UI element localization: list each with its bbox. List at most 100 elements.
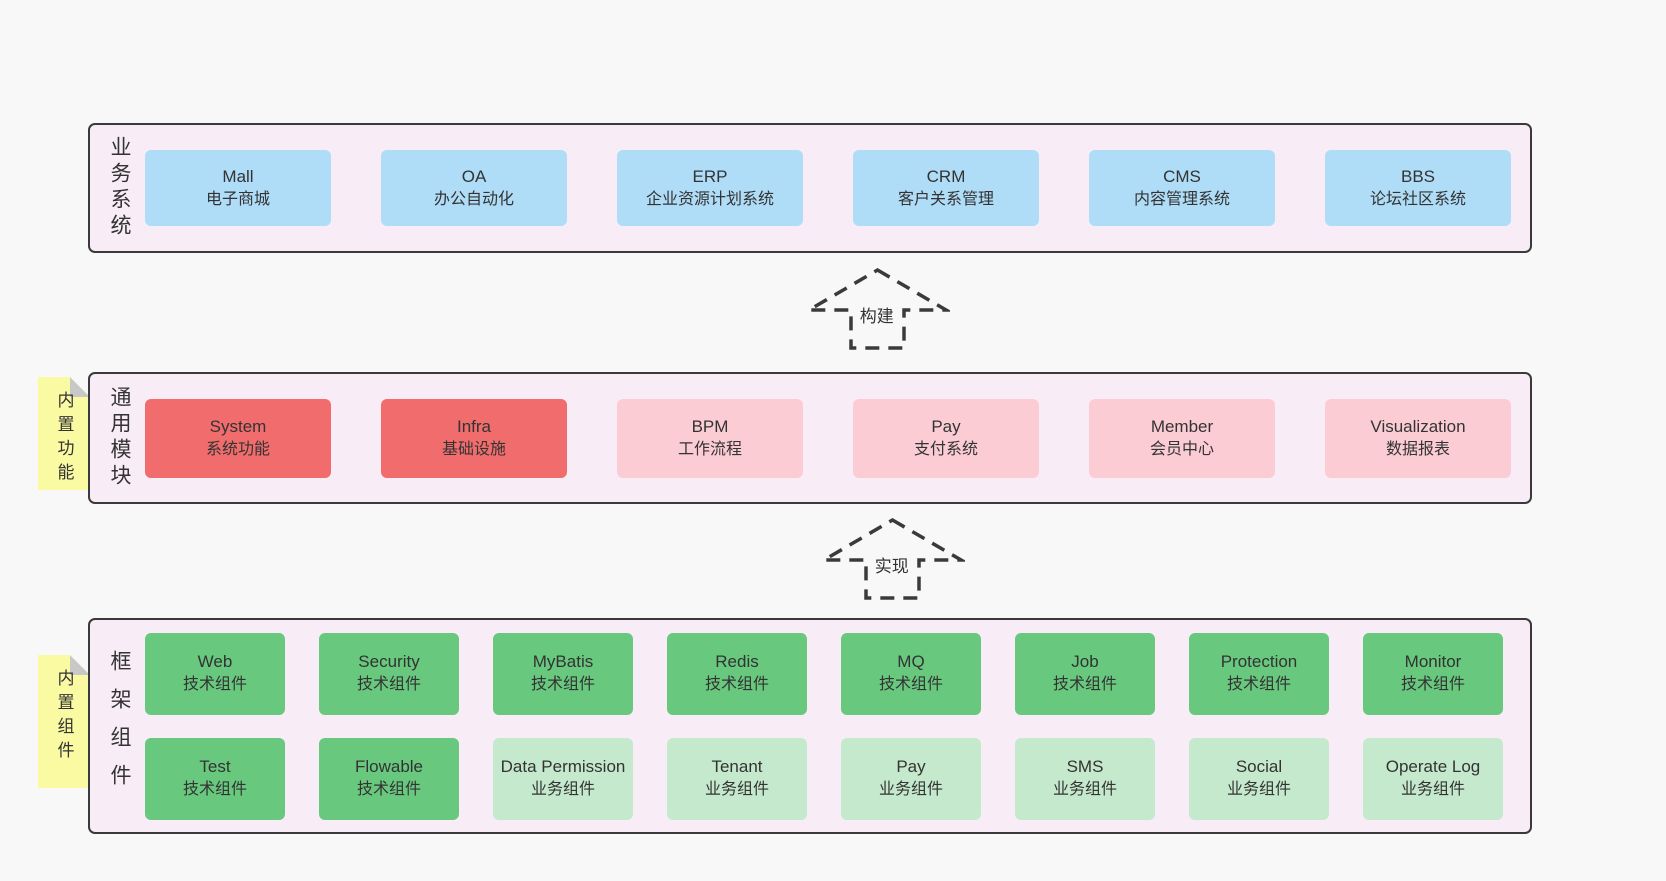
module-box: CMS 内容管理系统 xyxy=(1089,150,1275,226)
module-subtitle: 业务组件 xyxy=(1052,781,1117,799)
up-arrow-icon xyxy=(805,267,950,350)
sticky-note-builtin-features: 内置功能 xyxy=(38,377,90,490)
module-subtitle: 论坛社区系统 xyxy=(1369,190,1466,208)
module-title: Social xyxy=(1235,757,1283,777)
module-box: OA 办公自动化 xyxy=(381,150,567,226)
module-box: Protection 技术组件 xyxy=(1189,632,1329,715)
module-subtitle: 支付系统 xyxy=(913,440,978,458)
module-box: Monitor 技术组件 xyxy=(1363,632,1503,715)
module-subtitle: 业务组件 xyxy=(1226,781,1291,799)
up-arrow-icon xyxy=(820,517,965,600)
layer-content: Web 技术组件 Security 技术组件 MyBatis 技术组件 Redi… xyxy=(145,620,1516,832)
module-box: Infra 基础设施 xyxy=(381,398,567,478)
module-box: SMS 业务组件 xyxy=(1015,737,1155,820)
module-title: Infra xyxy=(456,416,492,436)
module-subtitle: 技术组件 xyxy=(182,781,247,799)
module-title: Member xyxy=(1150,416,1214,436)
module-title: BPM xyxy=(691,416,729,436)
module-title: Protection xyxy=(1220,652,1298,672)
module-box: Security 技术组件 xyxy=(319,632,459,715)
module-box: Data Permission 业务组件 xyxy=(493,737,633,820)
module-box: Member 会员中心 xyxy=(1089,398,1275,478)
module-subtitle: 技术组件 xyxy=(356,781,421,799)
module-title: Pay xyxy=(896,757,926,777)
module-title: Mall xyxy=(222,166,254,186)
module-box: Tenant 业务组件 xyxy=(667,737,807,820)
module-row: System 系统功能 Infra 基础设施 BPM 工作流程 Pay 支付系统… xyxy=(145,398,1516,478)
layer-label: 通用模块 xyxy=(108,386,131,490)
module-box: Flowable 技术组件 xyxy=(319,737,459,820)
module-box: System 系统功能 xyxy=(145,398,331,478)
module-subtitle: 业务组件 xyxy=(1400,781,1465,799)
layer-content: Mall 电子商城 OA 办公自动化 ERP 企业资源计划系统 CRM 客户关系… xyxy=(145,125,1516,251)
module-subtitle: 技术组件 xyxy=(356,676,421,694)
layer-common-modules: 通用模块 System 系统功能 Infra 基础设施 BPM 工作流程 Pay… xyxy=(88,372,1532,504)
module-subtitle: 数据报表 xyxy=(1385,440,1450,458)
module-box: Operate Log 业务组件 xyxy=(1363,737,1503,820)
layer-label: 业务系统 xyxy=(108,136,131,240)
module-title: CRM xyxy=(926,166,966,186)
module-subtitle: 办公自动化 xyxy=(433,190,514,208)
module-subtitle: 技术组件 xyxy=(1400,676,1465,694)
module-title: Web xyxy=(197,652,233,672)
module-title: Flowable xyxy=(354,757,424,777)
module-title: MyBatis xyxy=(532,652,594,672)
module-subtitle: 技术组件 xyxy=(530,676,595,694)
module-subtitle: 客户关系管理 xyxy=(897,190,994,208)
module-title: Tenant xyxy=(711,757,763,777)
module-subtitle: 电子商城 xyxy=(205,190,270,208)
module-title: Visualization xyxy=(1370,416,1466,436)
module-box: MQ 技术组件 xyxy=(841,632,981,715)
module-subtitle: 技术组件 xyxy=(1052,676,1117,694)
arrow-label: 构建 xyxy=(856,302,897,327)
layer-content: System 系统功能 Infra 基础设施 BPM 工作流程 Pay 支付系统… xyxy=(145,374,1516,502)
module-box: CRM 客户关系管理 xyxy=(853,150,1039,226)
module-box: Redis 技术组件 xyxy=(667,632,807,715)
module-subtitle: 内容管理系统 xyxy=(1133,190,1230,208)
module-title: ERP xyxy=(692,166,728,186)
module-subtitle: 会员中心 xyxy=(1149,440,1214,458)
module-title: MQ xyxy=(897,652,925,672)
sticky-note-builtin-components: 内置组件 xyxy=(38,655,90,788)
module-title: OA xyxy=(461,166,487,186)
module-title: SMS xyxy=(1066,757,1104,777)
module-title: Pay xyxy=(931,416,961,436)
module-title: Security xyxy=(358,652,420,672)
module-subtitle: 基础设施 xyxy=(441,440,506,458)
layer-label: 框架组件 xyxy=(108,650,131,802)
module-box: Pay 业务组件 xyxy=(841,737,981,820)
arrow-label: 实现 xyxy=(871,552,912,577)
module-box: MyBatis 技术组件 xyxy=(493,632,633,715)
module-subtitle: 工作流程 xyxy=(677,440,742,458)
module-box: Test 技术组件 xyxy=(145,737,285,820)
module-subtitle: 企业资源计划系统 xyxy=(645,190,774,208)
module-subtitle: 技术组件 xyxy=(704,676,769,694)
module-subtitle: 技术组件 xyxy=(182,676,247,694)
module-subtitle: 业务组件 xyxy=(878,781,943,799)
module-box: Job 技术组件 xyxy=(1015,632,1155,715)
module-box: Visualization 数据报表 xyxy=(1325,398,1511,478)
module-box: ERP 企业资源计划系统 xyxy=(617,150,803,226)
layer-framework-components: 框架组件 Web 技术组件 Security 技术组件 MyBatis 技术组件… xyxy=(88,618,1532,834)
module-title: Data Permission xyxy=(500,757,626,777)
arrow-build: 构建 xyxy=(805,266,950,352)
module-title: Redis xyxy=(715,652,759,672)
module-subtitle: 业务组件 xyxy=(704,781,769,799)
module-title: Monitor xyxy=(1404,652,1462,672)
module-box: Web 技术组件 xyxy=(145,632,285,715)
module-title: System xyxy=(209,416,267,436)
module-title: Job xyxy=(1071,652,1099,672)
module-box: BPM 工作流程 xyxy=(617,398,803,478)
module-subtitle: 技术组件 xyxy=(878,676,943,694)
module-title: BBS xyxy=(1400,166,1436,186)
module-box: BBS 论坛社区系统 xyxy=(1325,150,1511,226)
module-subtitle: 技术组件 xyxy=(1226,676,1291,694)
module-title: CMS xyxy=(1163,166,1201,186)
sticky-note-label: 内置功能 xyxy=(54,391,74,487)
module-title: Test xyxy=(199,757,231,777)
module-box: Pay 支付系统 xyxy=(853,398,1039,478)
layer-business-systems: 业务系统 Mall 电子商城 OA 办公自动化 ERP 企业资源计划系统 CRM… xyxy=(88,123,1532,253)
module-subtitle: 系统功能 xyxy=(205,440,270,458)
module-subtitle: 业务组件 xyxy=(530,781,595,799)
arrow-implement: 实现 xyxy=(820,516,965,602)
